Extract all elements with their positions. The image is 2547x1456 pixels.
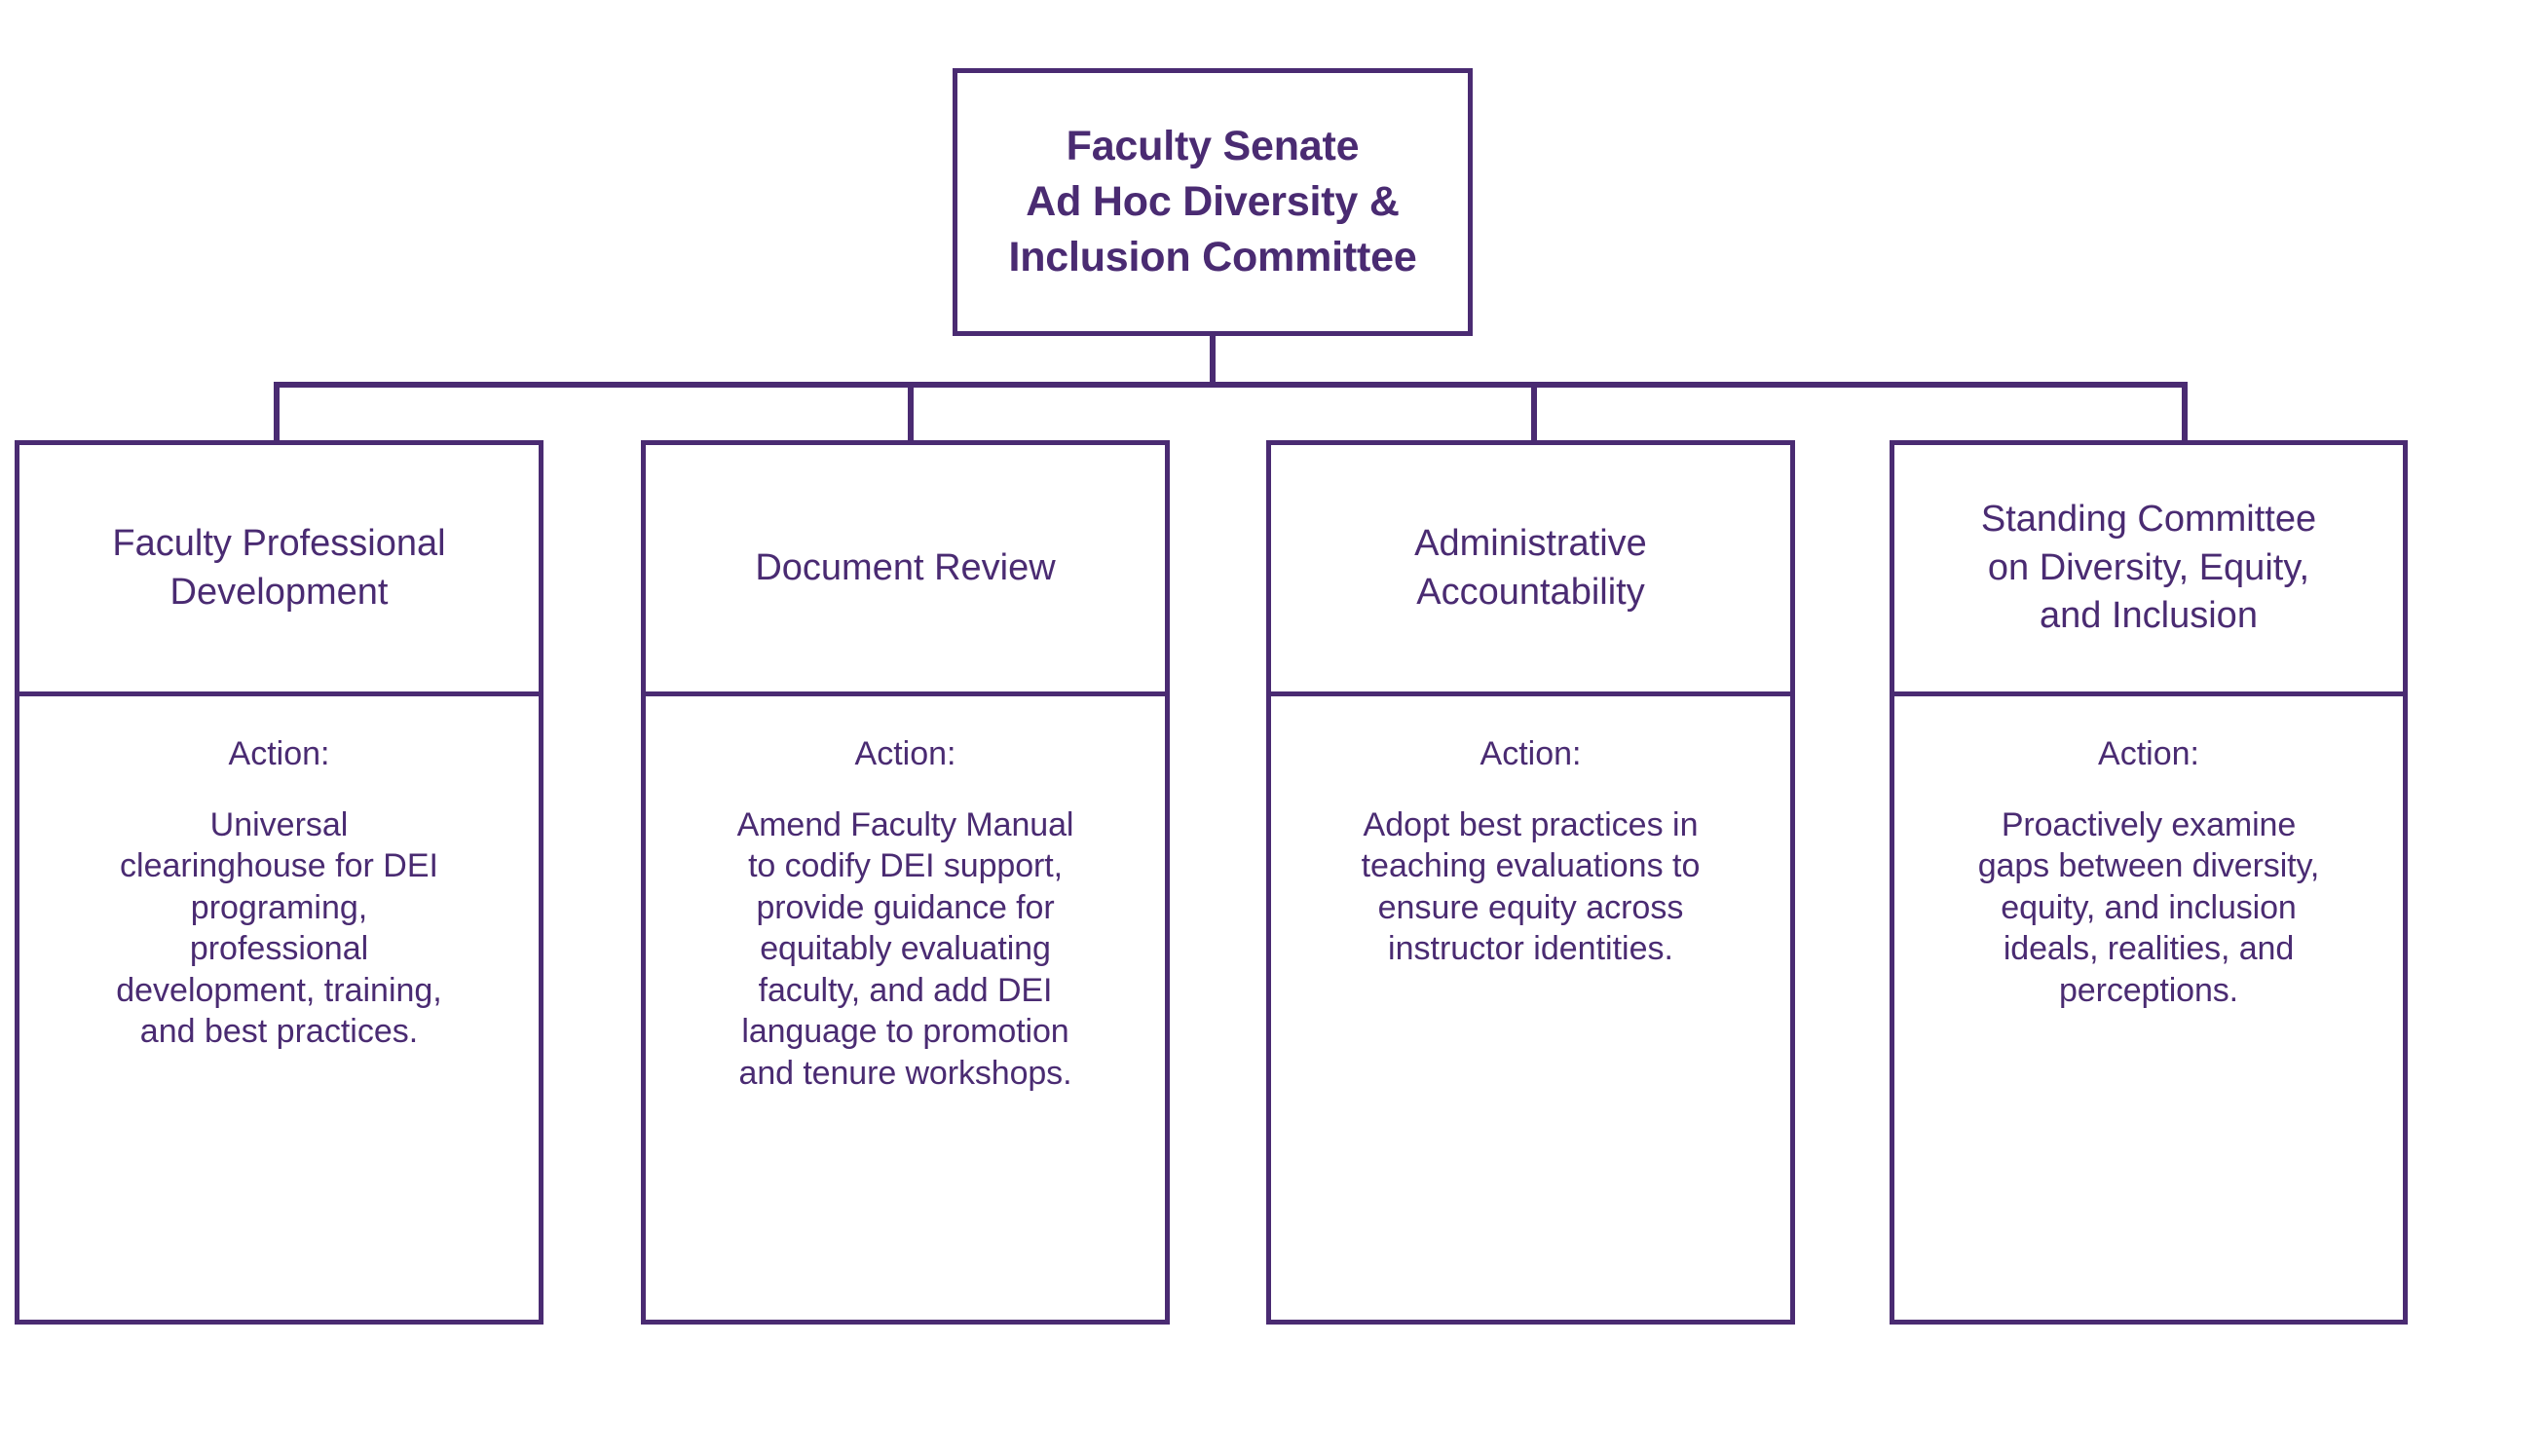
connector-drop-child-3: [1531, 382, 1537, 442]
action-label: Action:: [2098, 735, 2199, 772]
child-node-document-review: Document Review Action: Amend Faculty Ma…: [641, 440, 1170, 1325]
connector-drop-child-4: [2182, 382, 2188, 442]
action-label: Action:: [854, 735, 956, 772]
action-description: Proactively examine gaps between diversi…: [1977, 805, 2320, 1009]
child-node-title: Document Review: [755, 546, 1056, 588]
connector-drop-child-1: [274, 382, 280, 442]
child-node-title: Faculty Professional Development: [112, 523, 446, 613]
child-node-faculty-professional-development: Faculty Professional Development Action:…: [15, 440, 543, 1325]
connector-drop-child-2: [908, 382, 914, 442]
child-node-header: Faculty Professional Development: [19, 445, 539, 696]
root-node-title: Faculty Senate Ad Hoc Diversity & Inclus…: [1008, 122, 1417, 281]
connector-root-stem: [1210, 336, 1216, 388]
action-description: Universal clearinghouse for DEI programi…: [116, 805, 442, 1051]
root-node-faculty-senate-committee: Faculty Senate Ad Hoc Diversity & Inclus…: [953, 68, 1473, 336]
connector-horizontal-bus: [274, 382, 2188, 388]
child-node-header: Standing Committee on Diversity, Equity,…: [1894, 445, 2403, 696]
child-node-administrative-accountability: Administrative Accountability Action: Ad…: [1266, 440, 1795, 1325]
child-node-body: Action: Proactively examine gaps between…: [1894, 696, 2403, 1320]
action-label: Action:: [1480, 735, 1582, 772]
child-node-header: Document Review: [646, 445, 1165, 696]
child-node-body: Action: Adopt best practices in teaching…: [1271, 696, 1790, 1320]
child-node-title: Administrative Accountability: [1414, 523, 1647, 613]
child-node-body: Action: Amend Faculty Manual to codify D…: [646, 696, 1165, 1320]
action-description: Adopt best practices in teaching evaluat…: [1361, 805, 1701, 968]
action-label: Action:: [228, 735, 330, 772]
child-node-header: Administrative Accountability: [1271, 445, 1790, 696]
child-node-body: Action: Universal clearinghouse for DEI …: [19, 696, 539, 1320]
child-node-title: Standing Committee on Diversity, Equity,…: [1980, 499, 2317, 637]
action-description: Amend Faculty Manual to codify DEI suppo…: [736, 805, 1074, 1092]
child-node-standing-committee-dei: Standing Committee on Diversity, Equity,…: [1890, 440, 2408, 1325]
